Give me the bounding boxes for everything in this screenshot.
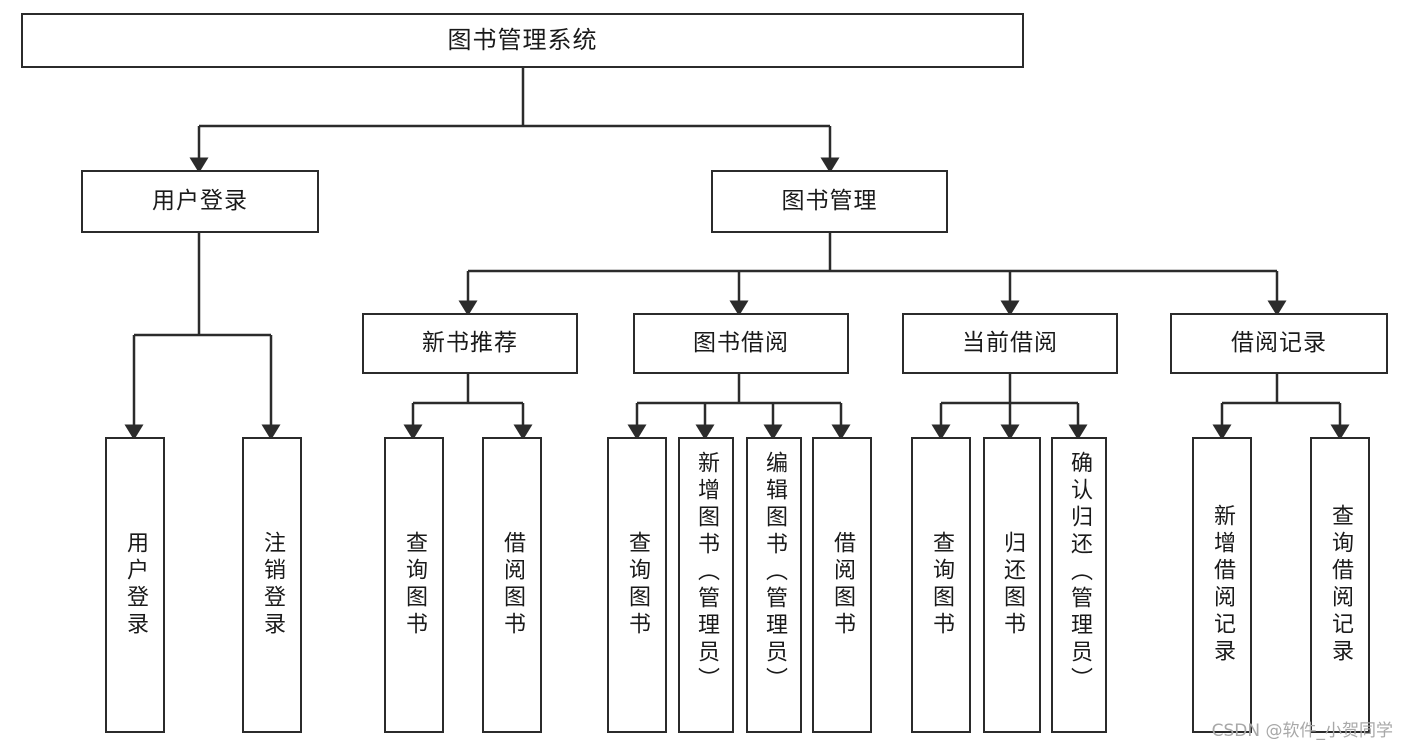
node-leaf-user-login[interactable]: 用户登录 (105, 437, 165, 733)
node-leaf-edit-book[interactable]: 编辑图书（管理员） (746, 437, 802, 733)
node-leaf-borrow-book-2[interactable]: 借阅图书 (812, 437, 872, 733)
node-book-manage-label: 图书管理 (781, 187, 878, 214)
node-leaf-query-record[interactable]: 查询借阅记录 (1310, 437, 1370, 733)
node-leaf-return-book[interactable]: 归还图书 (983, 437, 1041, 733)
node-leaf-add-book-label: 新增图书（管理员） (694, 451, 719, 694)
node-user-login-label: 用户登录 (152, 187, 248, 214)
node-leaf-borrow-book-2-label: 借阅图书 (830, 531, 855, 639)
node-leaf-add-record-label: 新增借阅记录 (1210, 504, 1235, 666)
node-current-borrow-label: 当前借阅 (962, 329, 1058, 356)
node-leaf-logout-login-label: 注销登录 (260, 531, 285, 639)
node-book-borrow[interactable]: 图书借阅 (633, 313, 849, 374)
node-borrow-record-label: 借阅记录 (1231, 329, 1327, 356)
node-leaf-query-record-label: 查询借阅记录 (1328, 504, 1353, 666)
node-leaf-add-record[interactable]: 新增借阅记录 (1192, 437, 1252, 733)
node-leaf-user-login-label: 用户登录 (123, 531, 148, 639)
node-leaf-query-book-1-label: 查询图书 (402, 531, 427, 639)
watermark-text: CSDN @软件_小贺同学 (1211, 721, 1393, 741)
node-leaf-logout-login[interactable]: 注销登录 (242, 437, 302, 733)
node-leaf-borrow-book-1-label: 借阅图书 (500, 531, 525, 639)
node-leaf-query-book-1[interactable]: 查询图书 (384, 437, 444, 733)
node-current-borrow[interactable]: 当前借阅 (902, 313, 1118, 374)
node-leaf-edit-book-label: 编辑图书（管理员） (762, 451, 787, 694)
node-book-manage[interactable]: 图书管理 (711, 170, 948, 233)
node-root[interactable]: 图书管理系统 (21, 13, 1024, 68)
node-new-book-recommend[interactable]: 新书推荐 (362, 313, 578, 374)
node-root-label: 图书管理系统 (447, 26, 598, 55)
node-leaf-borrow-book-1[interactable]: 借阅图书 (482, 437, 542, 733)
node-borrow-record[interactable]: 借阅记录 (1170, 313, 1388, 374)
node-leaf-query-book-2-label: 查询图书 (625, 531, 650, 639)
node-leaf-return-book-label: 归还图书 (1000, 531, 1025, 639)
node-leaf-confirm-return[interactable]: 确认归还（管理员） (1051, 437, 1107, 733)
node-leaf-query-book-3-label: 查询图书 (929, 531, 954, 639)
node-leaf-add-book[interactable]: 新增图书（管理员） (678, 437, 734, 733)
node-leaf-confirm-return-label: 确认归还（管理员） (1067, 451, 1092, 694)
node-book-borrow-label: 图书借阅 (693, 329, 789, 356)
node-new-book-recommend-label: 新书推荐 (422, 329, 518, 356)
node-leaf-query-book-3[interactable]: 查询图书 (911, 437, 971, 733)
node-user-login[interactable]: 用户登录 (81, 170, 319, 233)
node-leaf-query-book-2[interactable]: 查询图书 (607, 437, 667, 733)
